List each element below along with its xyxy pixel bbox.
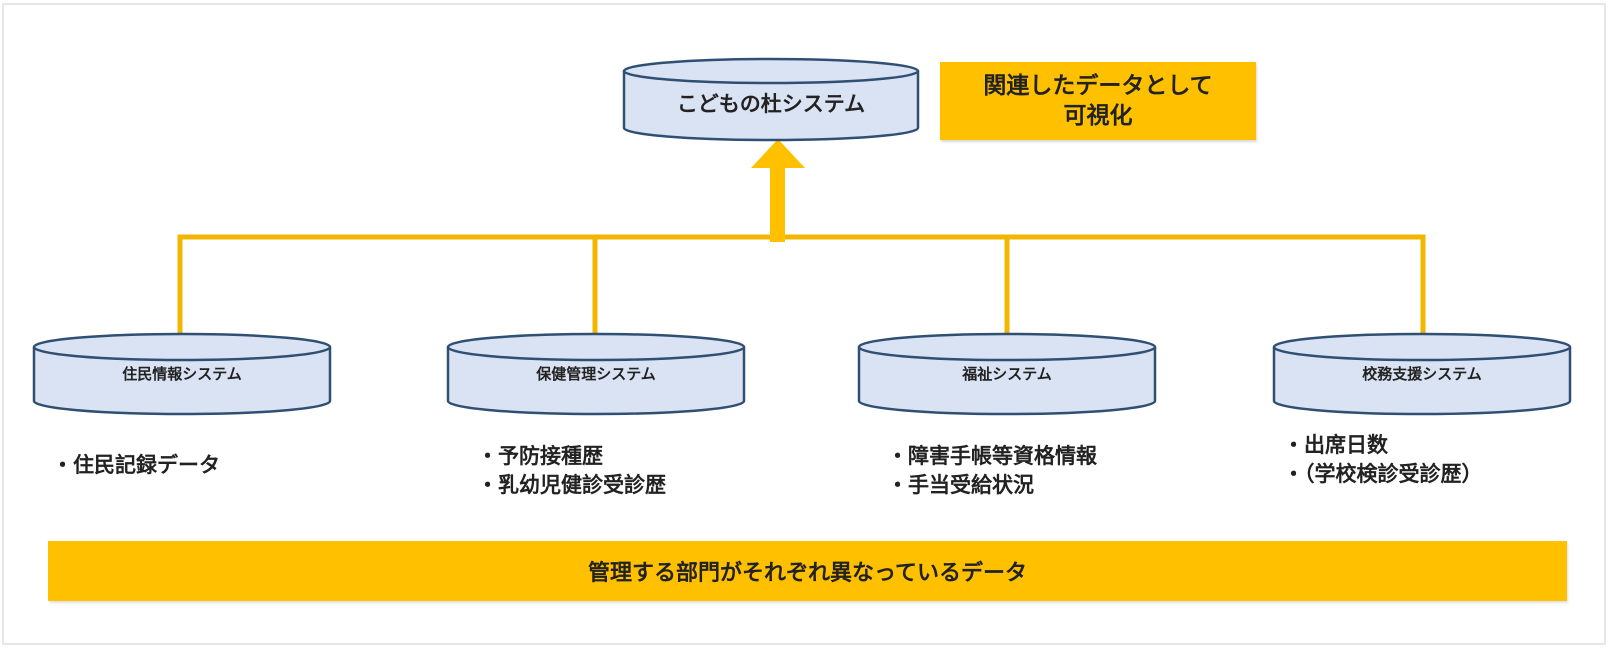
database-cylinder-icon bbox=[1272, 332, 1572, 416]
data-item: ・障害手帳等資格情報 bbox=[887, 444, 1097, 468]
system-label: 住民情報システム bbox=[122, 365, 242, 383]
department-data-banner: 管理する部門がそれぞれ異なっているデータ bbox=[48, 541, 1567, 601]
system-label: 校務支援システム bbox=[1362, 365, 1482, 383]
data-item: ・乳幼児健診受診歴 bbox=[477, 473, 666, 497]
top-system-label: こどもの杜システム bbox=[676, 92, 866, 116]
data-items-resident: ・住民記録データ bbox=[52, 451, 220, 480]
data-item: ・住民記録データ bbox=[52, 453, 220, 477]
system-cylinder-health: 保健管理システム bbox=[446, 332, 746, 417]
callout-line-2: 可視化 bbox=[1063, 103, 1133, 129]
data-items-school: ・出席日数 ・（学校検診受診歴） bbox=[1283, 431, 1483, 489]
system-cylinder-resident: 住民情報システム bbox=[32, 332, 332, 417]
data-item: ・手当受給状況 bbox=[887, 473, 1034, 497]
system-label: 福祉システム bbox=[962, 365, 1052, 383]
data-items-health: ・予防接種歴 ・乳幼児健診受診歴 bbox=[477, 442, 666, 500]
database-cylinder-icon bbox=[622, 57, 920, 142]
system-label: 保健管理システム bbox=[536, 365, 656, 383]
system-cylinder-welfare: 福祉システム bbox=[857, 332, 1157, 417]
database-cylinder-icon bbox=[857, 332, 1157, 416]
system-cylinder-school: 校務支援システム bbox=[1272, 332, 1572, 417]
data-item: ・予防接種歴 bbox=[477, 444, 603, 468]
database-cylinder-icon bbox=[32, 332, 332, 416]
callout-line-1: 関連したデータとして bbox=[983, 73, 1213, 99]
data-items-welfare: ・障害手帳等資格情報 ・手当受給状況 bbox=[887, 442, 1097, 500]
top-system-cylinder: こどもの杜システム bbox=[622, 57, 920, 142]
banner-text: 管理する部門がそれぞれ異なっているデータ bbox=[588, 561, 1027, 586]
visualization-callout: 関連したデータとして 可視化 bbox=[940, 62, 1256, 140]
bus-line bbox=[177, 234, 1426, 334]
data-item: ・出席日数 bbox=[1283, 433, 1388, 457]
data-item: ・（学校検診受診歴） bbox=[1283, 462, 1483, 486]
database-cylinder-icon bbox=[446, 332, 746, 416]
arrow-up-icon bbox=[751, 139, 805, 242]
